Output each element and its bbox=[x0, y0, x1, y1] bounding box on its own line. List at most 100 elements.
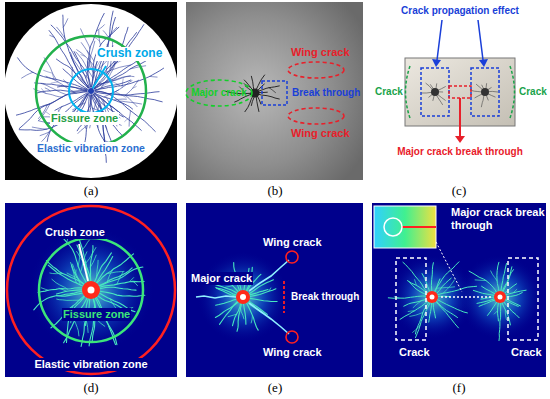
crack-arc bbox=[510, 66, 515, 118]
crack-line bbox=[51, 82, 58, 83]
radius-line bbox=[91, 66, 106, 91]
crack-line bbox=[125, 117, 130, 121]
crack-line bbox=[40, 132, 50, 136]
annotation-label: Major crack bbox=[190, 272, 253, 285]
crack-line bbox=[100, 287, 136, 290]
highlight-box bbox=[471, 68, 499, 116]
arrow-head bbox=[432, 59, 441, 67]
crack-line bbox=[429, 303, 432, 322]
crack-line bbox=[78, 125, 87, 133]
crack-line bbox=[133, 281, 137, 285]
crack-line bbox=[228, 314, 236, 317]
blast-hole bbox=[430, 295, 435, 300]
crack-line bbox=[51, 25, 91, 87]
crack-line bbox=[247, 303, 259, 330]
crack-line bbox=[58, 86, 88, 90]
crack-line bbox=[408, 281, 428, 294]
crack-line bbox=[126, 80, 139, 95]
crack-line bbox=[241, 308, 244, 319]
crack-line bbox=[133, 87, 137, 89]
crack-line bbox=[211, 284, 237, 294]
crack-line bbox=[477, 299, 494, 304]
crack-line bbox=[481, 95, 484, 107]
annotation-label: Fissure zone bbox=[62, 308, 131, 321]
crack-line bbox=[469, 271, 496, 292]
blast-hole bbox=[498, 295, 503, 300]
highlight-ellipse bbox=[186, 80, 252, 106]
crack-line bbox=[75, 270, 76, 275]
crack-line bbox=[63, 15, 89, 88]
annotation-label: Wing crack bbox=[262, 236, 323, 249]
crack-line bbox=[41, 288, 48, 291]
crack-line bbox=[50, 35, 55, 37]
crack-group bbox=[16, 11, 163, 162]
leader-arrow bbox=[478, 20, 483, 60]
crack-line bbox=[494, 311, 497, 314]
panel-label: (c) bbox=[451, 184, 467, 199]
crush-zone-circle bbox=[69, 69, 113, 113]
crack-line bbox=[475, 94, 483, 98]
arrow-head bbox=[479, 59, 488, 67]
crack-line bbox=[431, 263, 433, 291]
crack-line bbox=[488, 94, 496, 97]
crack-line bbox=[488, 91, 498, 93]
crack-line bbox=[435, 279, 440, 292]
photo-background bbox=[186, 2, 363, 180]
crack-line bbox=[81, 29, 90, 49]
annotation-label: Crush zone bbox=[44, 226, 106, 239]
leader-arrow bbox=[437, 20, 442, 60]
radius-line bbox=[79, 244, 88, 281]
crack-line bbox=[90, 255, 96, 267]
crack-line bbox=[150, 76, 157, 78]
highlight-box bbox=[421, 68, 449, 116]
inset-leader bbox=[436, 242, 462, 292]
crack-line bbox=[38, 288, 82, 293]
crack-line bbox=[404, 299, 427, 306]
crack-line bbox=[52, 279, 68, 289]
fissure-zone-circle bbox=[39, 238, 143, 342]
crack-line bbox=[437, 94, 445, 100]
crack-line bbox=[422, 92, 432, 94]
crack-line bbox=[97, 257, 113, 283]
crack-line bbox=[413, 301, 422, 308]
crack-line bbox=[45, 88, 50, 91]
crack-line bbox=[81, 55, 85, 57]
wing-crack bbox=[249, 260, 289, 291]
crack-line bbox=[97, 254, 134, 283]
crack-line bbox=[44, 70, 53, 73]
crack-line bbox=[107, 269, 113, 282]
crack-line bbox=[497, 303, 499, 321]
arrow-head bbox=[455, 136, 465, 143]
crack-line bbox=[505, 284, 517, 293]
blast-hole bbox=[88, 287, 95, 294]
crack-line bbox=[410, 312, 423, 316]
annotation-label: Major crack break through bbox=[396, 146, 524, 158]
crack-line bbox=[415, 280, 417, 286]
crack-line bbox=[497, 262, 499, 291]
crack-line bbox=[251, 315, 252, 323]
elastic-zone-circle bbox=[7, 206, 175, 374]
crack-line bbox=[216, 299, 237, 305]
panel-label: (b) bbox=[266, 184, 283, 199]
annotation-label: Elastic vibration zone bbox=[36, 142, 146, 154]
crack-line bbox=[99, 268, 132, 286]
annotation-label: Crack propagation effect bbox=[400, 5, 520, 17]
crack-line bbox=[400, 301, 428, 319]
crack-arc bbox=[406, 66, 411, 118]
crack-line bbox=[488, 302, 497, 315]
crack-line bbox=[96, 25, 104, 31]
crack-line bbox=[95, 91, 159, 95]
crack-line bbox=[408, 310, 415, 312]
blast-hole bbox=[431, 88, 439, 96]
crack-line bbox=[245, 96, 253, 111]
panel-background bbox=[186, 203, 363, 377]
break-line bbox=[441, 296, 491, 298]
crack-line bbox=[77, 245, 91, 281]
zoom-inset bbox=[374, 206, 436, 248]
annotation-label: Break through bbox=[291, 87, 361, 99]
crack-line bbox=[437, 278, 452, 293]
crack-line bbox=[443, 280, 454, 293]
crack-line bbox=[388, 296, 426, 298]
crack-line bbox=[416, 303, 431, 338]
marker-circle bbox=[286, 251, 298, 263]
